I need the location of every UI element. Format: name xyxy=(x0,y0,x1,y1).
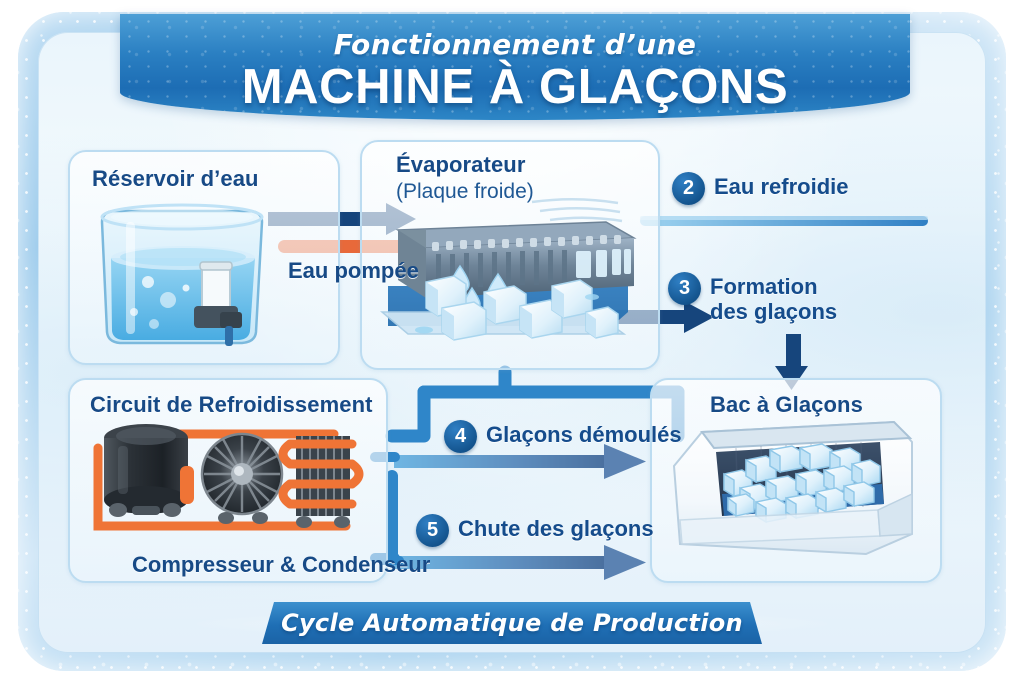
step-4-label: Glaçons démoulés xyxy=(486,422,682,447)
step-5: 5 Chute des glaçons xyxy=(416,514,654,547)
card-cooling-circuit: Circuit de Refroidissement xyxy=(68,378,388,583)
step-2-number: 2 xyxy=(672,172,705,205)
card-evaporator-title: Évaporateur xyxy=(396,152,526,177)
label-pumped-water: Eau pompée xyxy=(288,258,419,283)
step-3: 3 Formation des glaçons xyxy=(668,272,837,324)
water-pump-icon xyxy=(194,261,242,346)
footer-banner-shape xyxy=(262,602,762,644)
card-bin-title: Bac à Glaçons xyxy=(710,392,863,417)
label-compressor-condenser: Compresseur & Condenseur xyxy=(132,552,431,577)
step-4: 4 Glaçons démoulés xyxy=(444,420,682,453)
evaporator-plate-illustration xyxy=(380,198,637,341)
line-cooled-water xyxy=(640,216,928,226)
card-ice-bin: Bac à Glaçons xyxy=(650,378,942,583)
step-3-label: Formation des glaçons xyxy=(710,274,838,324)
page-title: MACHINE À GLAÇONS xyxy=(241,60,789,114)
ice-cubes-group xyxy=(425,275,619,341)
step-3-number: 3 xyxy=(668,272,701,305)
footer-banner: Cycle Automatique de Production xyxy=(182,602,842,644)
header-subtitle: Fonctionnement d’une xyxy=(333,28,697,61)
condenser-fan-icon xyxy=(200,432,284,524)
card-reservoir: Réservoir d’eau xyxy=(68,150,340,365)
title-banner: Fonctionnement d’une MACHINE À GLAÇONS xyxy=(120,14,910,120)
step-2: 2 Eau refroidie xyxy=(672,172,848,205)
compressor-icon xyxy=(104,424,194,517)
arrow-cubes-released xyxy=(394,444,646,479)
arrow-cubes-drop xyxy=(394,545,646,580)
ice-bin-illustration xyxy=(672,420,913,556)
card-evaporator: Évaporateur (Plaque froide) xyxy=(360,140,660,370)
card-reservoir-title: Réservoir d’eau xyxy=(92,166,259,191)
step-5-number: 5 xyxy=(416,514,449,547)
card-evaporator-subtitle: (Plaque froide) xyxy=(396,180,534,203)
card-cooling-title: Circuit de Refroidissement xyxy=(90,392,373,417)
condenser-coil-icon xyxy=(278,436,364,528)
ice-cubes-pile xyxy=(723,443,881,524)
step-5-label: Chute des glaçons xyxy=(458,516,654,541)
step-2-label: Eau refroidie xyxy=(714,174,849,199)
cooling-circuit-illustration xyxy=(93,424,364,531)
step-4-number: 4 xyxy=(444,420,477,453)
water-tank-illustration xyxy=(100,203,264,346)
footer-banner-text: Cycle Automatique de Production xyxy=(281,609,743,637)
cold-plate xyxy=(395,221,637,298)
